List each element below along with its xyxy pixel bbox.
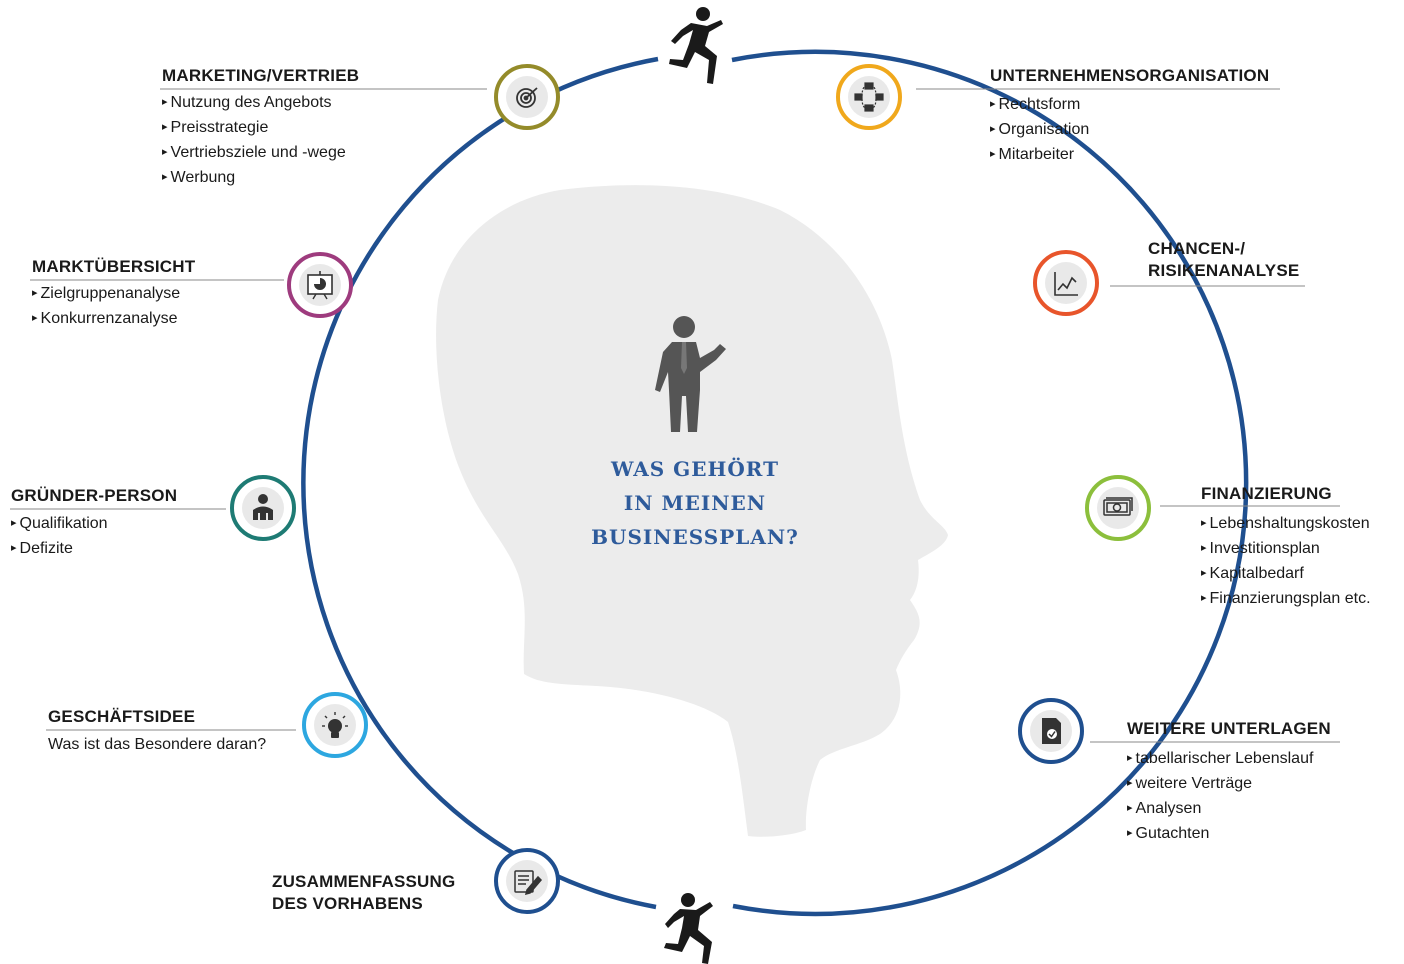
- badge-zusammenfassung[interactable]: [494, 848, 560, 914]
- list-item: Analysen: [1127, 797, 1347, 822]
- badge-gruender[interactable]: [230, 475, 296, 541]
- notepad-pencil-icon: [514, 870, 543, 896]
- badge-marketing[interactable]: [494, 64, 560, 130]
- center-title-line: in meinen: [623, 491, 767, 515]
- section-finanzierung: FINANZIERUNG Lebenshaltungskosten Invest…: [1201, 484, 1401, 612]
- list-item: Defizite: [11, 537, 231, 562]
- section-title: FINANZIERUNG: [1201, 484, 1332, 503]
- connector-lines: [10, 88, 1340, 743]
- lightbulb-icon: [322, 712, 348, 738]
- section-title-line: CHANCEN-/: [1148, 239, 1246, 258]
- list-item: Organisation: [990, 118, 1290, 143]
- list-item: Qualifikation: [11, 512, 231, 537]
- section-title: MARKTÜBERSICHT: [32, 257, 196, 276]
- list-item: Vertriebsziele und -wege: [162, 141, 492, 166]
- list-item: Konkurrenzanalyse: [32, 307, 282, 332]
- list-item: Nutzung des Angebots: [162, 91, 492, 116]
- section-title: GESCHÄFTSIDEE: [48, 707, 196, 726]
- person-icon: [253, 494, 273, 520]
- section-title-line: DES VORHABENS: [272, 894, 423, 913]
- section-geschaeftsidee: GESCHÄFTSIDEE Was ist das Besondere dara…: [48, 707, 308, 757]
- money-icon: [1103, 497, 1133, 516]
- target-icon: [516, 87, 538, 108]
- runner-icon: [664, 893, 713, 964]
- list-item: Zielgruppenanalyse: [32, 282, 282, 307]
- head-silhouette: [436, 185, 948, 837]
- center-title-line: Businessplan?: [591, 525, 799, 549]
- badge-organisation[interactable]: [836, 64, 902, 130]
- section-marktuebersicht: MARKTÜBERSICHT Zielgruppenanalyse Konkur…: [32, 257, 282, 332]
- badge-unterlagen[interactable]: [1018, 698, 1084, 764]
- section-title-line: ZUSAMMENFASSUNG: [272, 872, 456, 891]
- list-item: Kapitalbedarf: [1201, 562, 1401, 587]
- section-zusammenfassung: ZUSAMMENFASSUNG DES VORHABENS: [272, 872, 482, 914]
- section-title-line: RISIKENANALYSE: [1148, 261, 1300, 280]
- list-item: Gutachten: [1127, 822, 1347, 847]
- section-unterlagen: WEITERE UNTERLAGEN tabellarischer Lebens…: [1127, 719, 1347, 847]
- list-item: Finanzierungsplan etc.: [1201, 587, 1401, 612]
- document-check-icon: [1042, 718, 1061, 744]
- list-item: Werbung: [162, 166, 492, 191]
- center-title-line: Was gehört: [611, 457, 779, 481]
- line-chart-icon: [1054, 272, 1078, 296]
- list-item: Lebenshaltungskosten: [1201, 512, 1401, 537]
- list-item: Mitarbeiter: [990, 143, 1290, 168]
- list-item: Preisstrategie: [162, 116, 492, 141]
- section-organisation: UNTERNEHMENSORGANISATION Rechtsform Orga…: [990, 66, 1290, 168]
- center-title: Was gehört in meinen Businessplan?: [560, 452, 830, 554]
- list-item: tabellarischer Lebenslauf: [1127, 747, 1347, 772]
- section-title: UNTERNEHMENSORGANISATION: [990, 66, 1270, 85]
- list-item: weitere Verträge: [1127, 772, 1347, 797]
- section-text: Was ist das Besondere daran?: [48, 736, 267, 753]
- section-gruender: GRÜNDER-PERSON Qualifikation Defizite: [11, 486, 231, 562]
- runner-icon: [669, 7, 723, 84]
- section-title: MARKETING/VERTRIEB: [162, 66, 360, 85]
- section-title: GRÜNDER-PERSON: [11, 486, 178, 505]
- presenter-figure-icon: [655, 316, 726, 432]
- badge-chancen[interactable]: [1033, 250, 1099, 316]
- ring-arc-main: [731, 49, 1249, 917]
- list-item: Investitionsplan: [1201, 537, 1401, 562]
- list-item: Rechtsform: [990, 93, 1290, 118]
- badge-geschaeftsidee[interactable]: [302, 692, 368, 758]
- badge-marktuebersicht[interactable]: [287, 252, 353, 318]
- badge-finanzierung[interactable]: [1085, 475, 1151, 541]
- section-marketing: MARKETING/VERTRIEB Nutzung des Angebots …: [162, 66, 492, 191]
- section-chancen: CHANCEN-/ RISIKENANALYSE: [1148, 239, 1348, 281]
- section-title: WEITERE UNTERLAGEN: [1127, 719, 1331, 738]
- presentation-chart-icon: [307, 271, 333, 300]
- org-chart-icon: [854, 82, 884, 112]
